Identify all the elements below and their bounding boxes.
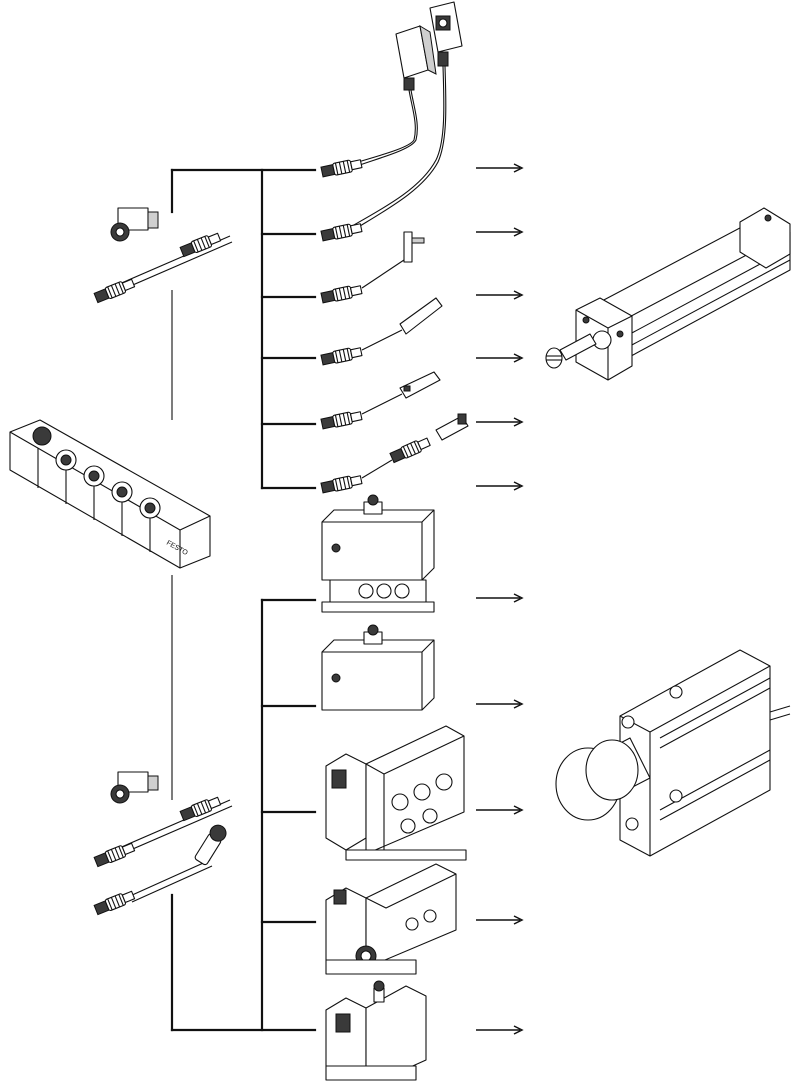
- valve-terminal-5: [326, 981, 426, 1080]
- standard-cylinder-icon: [546, 208, 790, 380]
- arrows-lower: [476, 594, 522, 1034]
- upper-branch-lines: [172, 170, 315, 488]
- arrows-upper: [476, 164, 522, 490]
- sensor-cable-5: [321, 372, 440, 430]
- compact-cylinder-icon: [556, 650, 790, 856]
- extension-cable-upper: [94, 231, 232, 303]
- sensor-cable-2: [321, 222, 363, 242]
- io-module: FESTO: [10, 420, 210, 568]
- lower-branch-lines: [172, 575, 315, 1030]
- valve-terminal-3: [326, 726, 466, 860]
- sensor-cable-4: [321, 298, 442, 366]
- optical-sensor-block: [340, 26, 436, 172]
- valve-terminal-4: [326, 864, 456, 974]
- sensor-cable-3: [321, 232, 424, 304]
- tee-distributor-upper: [109, 208, 158, 243]
- sensor-cable-1: [321, 158, 363, 178]
- valve-terminal-2: [322, 625, 434, 710]
- valve-terminal-1: [322, 495, 434, 612]
- tee-distributor-lower: [109, 772, 158, 805]
